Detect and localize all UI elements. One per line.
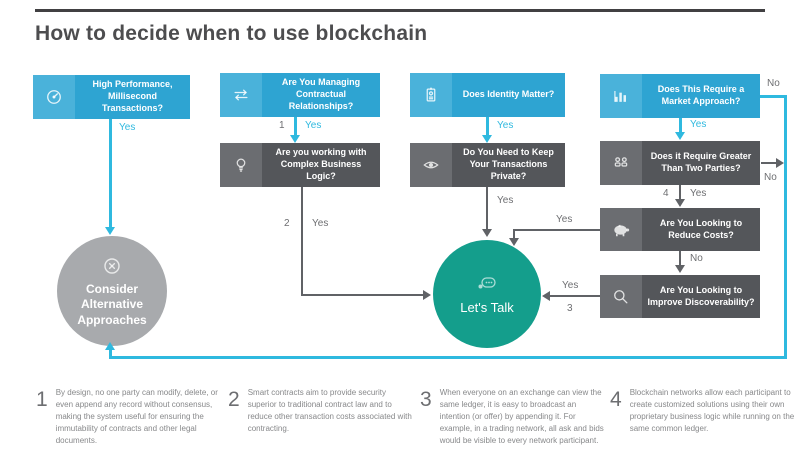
node-label: Are you working with Complex Business Lo… [275,147,367,181]
edge-costs-no-arrow [675,265,685,273]
edge-market-no-top [760,95,787,98]
edge-costs-yes-hline [514,229,600,231]
node-label: Does This Require a Market Approach? [657,84,745,106]
edge-label-no: No [767,78,780,89]
piggy-bank-icon [600,208,642,251]
footnote-number: 1 [36,388,48,411]
node-label: Are You Looking to Improve Discoverabili… [647,284,755,307]
node-reduce-costs: Are You Looking to Reduce Costs? [600,208,760,251]
footnote-3: 3 When everyone on an exchange can view … [420,387,606,447]
edge-market-no-stub [109,350,112,357]
node-discoverability: Are You Looking to Improve Discoverabili… [600,275,760,318]
edge-label-yes: Yes [690,119,707,130]
edge-parties-yes-arrow [675,199,685,207]
edge-label-yes: Yes [497,120,514,131]
edge-label-yes: Yes [556,214,573,225]
node-lets-talk: Let's Talk [433,240,541,348]
edge-parties-no-line [761,162,778,164]
edge-highperf-yes-line [109,119,112,228]
edge-label-no: No [690,253,703,264]
edge-market-no-rail [784,95,787,358]
edge-identity-yes-arrow [482,135,492,143]
edge-market-no-arrow [105,342,115,350]
node-label: Does it Require Greater Than Two Parties… [650,151,752,173]
x-circle-icon [100,254,124,278]
footnote-text: Smart contracts aim to provide security … [247,388,412,433]
footnote-text: When everyone on an exchange can view th… [439,388,604,445]
node-business-logic: Are you working with Complex Business Lo… [220,143,380,187]
edge-label-3: 3 [567,303,573,314]
node-contractual: Are You Managing Contractual Relationshi… [220,73,380,117]
edge-label-yes: Yes [312,218,329,229]
footnote-4: 4 Blockchain networks allow each partici… [610,387,796,435]
edge-contractual-yes-line [294,117,297,136]
edge-market-yes-arrow [675,132,685,140]
edge-logic-yes-vline [301,187,303,296]
eye-icon [410,143,452,187]
edge-label-yes: Yes [497,195,514,206]
edge-costs-yes-vline [513,229,515,239]
edge-logic-yes-hline [301,294,424,296]
node-label: Are You Looking to Reduce Costs? [659,217,743,240]
node-private: Do You Need to Keep Your Transactions Pr… [410,143,565,187]
footnote-number: 2 [228,388,240,411]
edge-label-1: 1 [279,120,285,131]
edge-costs-no-line [679,251,681,267]
node-label: Let's Talk [460,299,514,315]
edge-costs-yes-arrow [509,238,519,246]
footnote-2: 2 Smart contracts aim to provide securit… [228,387,412,435]
node-label: High Performance, Millisecond Transactio… [92,79,173,113]
edge-label-no: No [764,172,777,183]
page-title: How to decide when to use blockchain [35,22,428,45]
node-two-parties: Does it Require Greater Than Two Parties… [600,141,760,185]
footnote-text: By design, no one party can modify, dele… [55,388,218,445]
edge-market-no-bottom [109,356,787,359]
edge-label-yes: Yes [119,122,136,133]
bar-chart-icon [600,74,642,118]
footnote-1: 1 By design, no one party can modify, de… [36,387,222,447]
footnote-text: Blockchain networks allow each participa… [629,388,795,433]
footnote-number: 4 [610,388,622,411]
node-label: Do You Need to Keep Your Transactions Pr… [463,147,554,181]
edge-private-yes-arrow [482,229,492,237]
node-high-performance: High Performance, Millisecond Transactio… [33,75,190,119]
footnote-number: 3 [420,388,432,411]
speedometer-icon [33,75,75,119]
node-label: Consider Alternative Approaches [77,281,147,327]
edge-discover-yes-line [549,295,600,297]
edge-parties-yes-line [679,185,681,201]
node-label: Are You Managing Contractual Relationshi… [281,77,361,111]
node-market: Does This Require a Market Approach? [600,74,760,118]
lightbulb-icon [220,143,262,187]
title-rule [35,9,765,12]
swap-arrows-icon [220,73,262,117]
edge-label-yes: Yes [562,280,579,291]
id-badge-icon [410,73,452,117]
node-consider-alternatives: Consider Alternative Approaches [57,236,167,346]
chat-bubble-icon [474,272,500,296]
edge-highperf-yes-arrow [105,227,115,235]
edge-contractual-yes-arrow [290,135,300,143]
node-label: Does Identity Matter? [462,89,555,100]
edge-label-2: 2 [284,218,290,229]
edge-discover-yes-arrow [542,291,550,301]
edge-logic-yes-arrow [423,290,431,300]
edge-parties-no-arrow [776,158,784,168]
edge-private-yes-line [486,187,488,230]
magnifier-icon [600,275,642,318]
edge-market-yes-line [679,118,682,133]
edge-identity-yes-line [486,117,489,136]
edge-label-yes: Yes [690,188,707,199]
edge-label-yes: Yes [305,120,322,131]
edge-label-4: 4 [663,188,669,199]
people-icon [600,141,642,185]
node-identity: Does Identity Matter? [410,73,565,117]
